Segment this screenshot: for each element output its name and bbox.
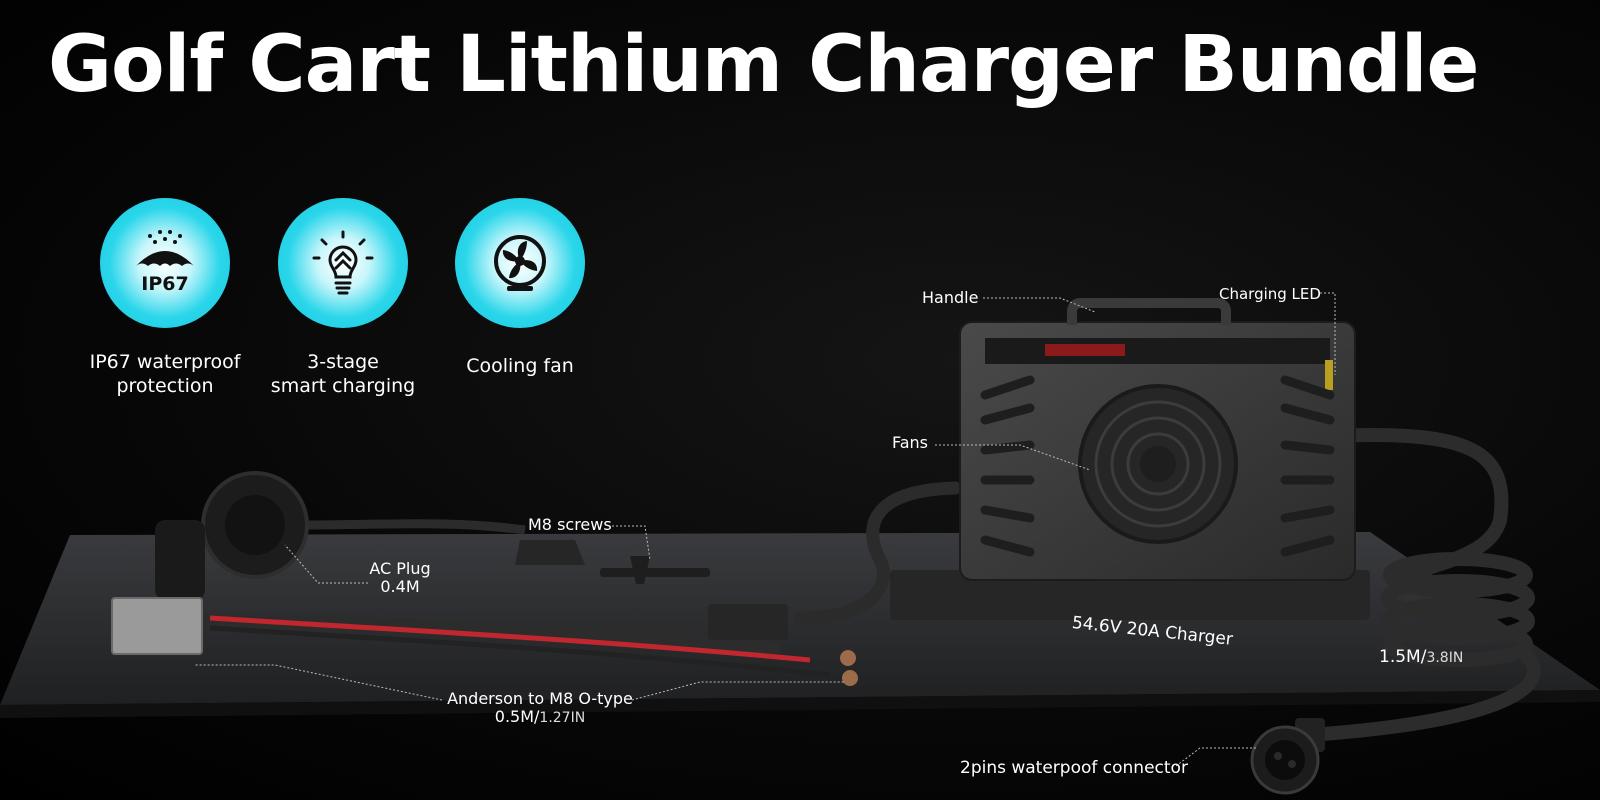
feature-label-line: protection bbox=[116, 375, 214, 397]
connector-label: 2pins waterpoof connector bbox=[960, 758, 1188, 778]
ac-plug-leader bbox=[284, 544, 368, 584]
charging-led-label: Charging LED bbox=[1219, 285, 1321, 303]
anderson-name: Anderson to M8 O-type bbox=[447, 689, 633, 708]
input-cable bbox=[793, 481, 962, 625]
feature-label-line: 3-stage bbox=[307, 351, 379, 373]
handle-label: Handle bbox=[922, 288, 979, 307]
m8-screws-label: M8 screws bbox=[528, 515, 612, 534]
lightbulb-arrows-icon bbox=[312, 230, 374, 295]
table-edge bbox=[0, 690, 1600, 718]
anderson-label: Anderson to M8 O-type 0.5M/1.27IN bbox=[430, 690, 650, 727]
coil-length-inch: 3.8IN bbox=[1426, 650, 1464, 666]
page-title: Golf Cart Lithium Charger Bundle bbox=[48, 20, 1479, 110]
feature-label: IP67 waterproof protection bbox=[65, 350, 265, 398]
m8-screw bbox=[600, 556, 710, 584]
ac-plug-name: AC Plug bbox=[369, 559, 431, 578]
umbrella-rain-icon: IP67 bbox=[136, 230, 194, 295]
output-cable bbox=[1303, 428, 1541, 742]
feature-badge bbox=[455, 198, 585, 328]
feature-label-line: Cooling fan bbox=[466, 355, 574, 377]
feature-smart-charging: 3-stage smart charging bbox=[243, 198, 443, 398]
anderson-length-inch: 1.27IN bbox=[539, 710, 586, 726]
coil-length-label: 1.5M/3.8IN bbox=[1379, 648, 1463, 667]
feature-label-line: smart charging bbox=[270, 375, 416, 397]
feature-cooling-fan: Cooling fan bbox=[420, 198, 620, 378]
feature-label: 3-stage smart charging bbox=[243, 350, 443, 398]
charging-led-leader bbox=[1320, 292, 1336, 375]
m8-screws-leader bbox=[612, 525, 651, 561]
fan-icon bbox=[494, 235, 546, 291]
ac-plug bbox=[155, 471, 585, 600]
ac-plug-label: AC Plug 0.4M bbox=[365, 560, 435, 596]
anderson-length-metric: 0.5M/ bbox=[494, 707, 540, 726]
ac-plug-length: 0.4M bbox=[380, 577, 420, 596]
feature-badge bbox=[278, 198, 408, 328]
handle-leader bbox=[983, 297, 1096, 313]
fans-label: Fans bbox=[892, 433, 929, 452]
coil-length-metric: 1.5M/ bbox=[1379, 647, 1427, 667]
charger-unit bbox=[890, 298, 1370, 620]
anderson-cable bbox=[111, 597, 858, 686]
waterproof-connector bbox=[1250, 718, 1325, 795]
feature-badge: IP67 bbox=[100, 198, 230, 328]
feature-label: Cooling fan bbox=[420, 354, 620, 378]
feature-label-line: IP67 waterproof bbox=[89, 351, 241, 373]
anderson-leader-left bbox=[195, 664, 443, 701]
ip67-badge-text: IP67 bbox=[141, 273, 188, 295]
fans-leader bbox=[935, 444, 1091, 471]
connector-leader bbox=[1175, 747, 1258, 767]
feature-waterproof: IP67 IP67 waterproof protection bbox=[65, 198, 265, 398]
